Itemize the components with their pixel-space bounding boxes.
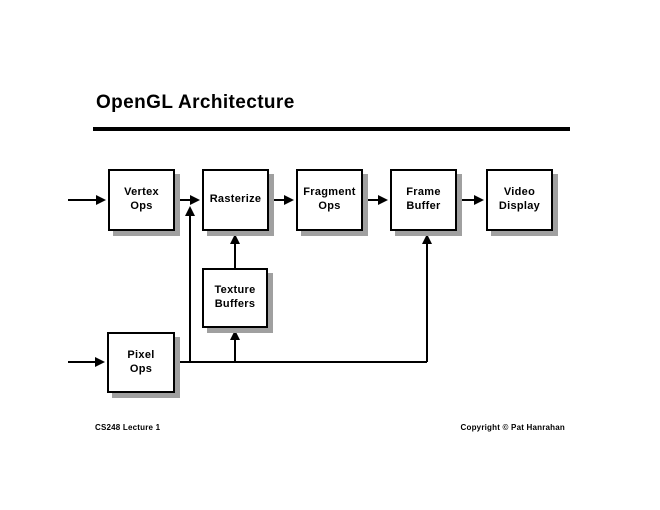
node-texture-buffers-label: Texture Buffers bbox=[214, 284, 256, 310]
node-video-display-label: Video Display bbox=[498, 186, 541, 212]
page-title: OpenGL Architecture bbox=[96, 92, 295, 113]
node-pixel-ops: Pixel Ops bbox=[107, 332, 175, 393]
title-underline bbox=[93, 127, 570, 131]
node-vertex-ops: Vertex Ops bbox=[108, 169, 175, 231]
node-texture-buffers: Texture Buffers bbox=[202, 268, 268, 328]
node-vertex-ops-label: Vertex Ops bbox=[124, 186, 159, 212]
node-fragment-ops-label: Fragment Ops bbox=[303, 186, 356, 212]
node-frame-buffer-label: Frame Buffer bbox=[406, 186, 441, 212]
node-pixel-ops-label: Pixel Ops bbox=[127, 348, 155, 375]
node-video-display: Video Display bbox=[486, 169, 553, 231]
node-rasterize-label: Rasterize bbox=[209, 193, 262, 206]
footer-copyright: Copyright © Pat Hanrahan bbox=[460, 423, 565, 432]
node-rasterize: Rasterize bbox=[202, 169, 269, 231]
node-fragment-ops: Fragment Ops bbox=[296, 169, 363, 231]
footer-course-label: CS248 Lecture 1 bbox=[95, 423, 161, 432]
node-frame-buffer: Frame Buffer bbox=[390, 169, 457, 231]
